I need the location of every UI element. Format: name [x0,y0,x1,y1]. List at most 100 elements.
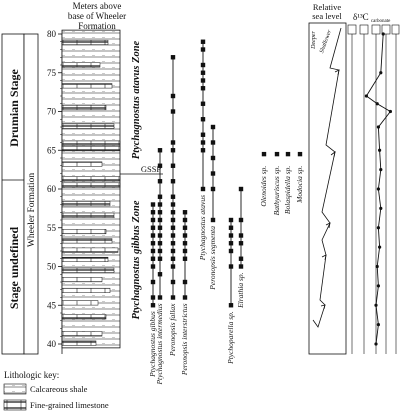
occurrence-mark [210,124,216,130]
isotope-point [374,303,378,307]
occurrence-mark [285,151,291,157]
occurrence-mark [210,171,216,176]
isotope-point [376,284,380,288]
limestone-bed [61,182,121,188]
limestone-bed [61,256,109,262]
limestone-bed [61,247,119,253]
depth-tick-label: 80 [47,29,57,39]
occurrence-mark [157,225,163,230]
occurrence-mark [150,241,156,246]
isotope-point [364,94,368,98]
occurrence-mark [157,295,163,300]
occurrence-mark [150,256,156,261]
isotope-point [375,264,379,269]
isotope-header-box [371,24,381,35]
limestone-bed [61,314,107,320]
limestone-bed [61,83,113,89]
occurrence-mark [170,233,176,238]
occurrence-mark [238,217,244,223]
occurrence-mark [170,241,176,246]
occurrence-mark [170,140,176,145]
occurrence-mark [170,264,176,269]
limestone-bed [61,105,107,111]
occurrence-mark [238,256,244,261]
occurrence-mark [200,39,206,44]
lithologic-column [61,29,121,349]
occurrence-mark [170,163,176,168]
sea-level-deeper-label: Deeper [311,31,317,50]
depth-tick-label: 40 [47,339,57,349]
occurrence-mark [182,233,188,238]
stage-undefined-label: Stage undefined [7,227,21,310]
taxon-label: Peronopsis interstrictus [180,303,189,376]
occurrence-mark [150,210,156,215]
depth-tick-label: 45 [47,300,57,310]
occurrence-mark [200,132,206,137]
occurrence-mark [157,272,163,277]
occurrence-mark [157,241,163,246]
limestone-bed [61,300,99,306]
limestone-bed [61,212,115,218]
limestone-bed [61,62,101,68]
occurrence-mark [182,225,188,230]
occurrence-mark [297,151,303,157]
occurrence-mark [170,93,176,99]
isotope-point [379,71,383,75]
occurrence-mark [182,241,188,246]
occurrence-mark [157,256,163,261]
zone-gibbus-label: Ptychagnostus gibbus Zone [131,200,142,319]
stage-drumian-label: Drumian Stage [7,68,21,146]
occurrence-mark [150,295,156,300]
occurrence-mark [170,109,176,114]
occurrence-mark [261,151,267,157]
occurrence-mark [228,233,234,238]
occurrence-mark [210,155,216,161]
taxon-label: Ptychagnostus intermedius [155,303,164,385]
taxon-label: Ptychoparella sp. [226,311,235,365]
isotope-point [381,32,385,36]
occurrence-mark [200,47,206,52]
isotope-header-box [347,24,357,35]
occurrence-mark [210,217,216,223]
occurrence-mark [228,241,234,246]
isotope-symbol: δ¹³C [353,12,369,22]
occurrence-mark [200,148,206,153]
depth-tick-label: 65 [47,145,57,155]
occurrence-mark [210,186,216,192]
occurrence-mark [238,241,244,246]
isotope-point [376,323,380,327]
occurrence-mark [150,264,156,269]
occurrence-mark [200,78,206,83]
taxon-label: Ptychagnostus gibbus [148,311,157,378]
isotope-panel: δ¹³C carbonate [347,12,400,354]
occurrence-mark [200,86,206,91]
occurrence-mark [157,217,163,223]
taxon-label: Modocia sp. [295,166,304,204]
isotope-point [379,168,383,172]
occurrence-mark [170,194,176,199]
occurrence-mark [170,217,176,223]
depth-tick-label: 60 [47,184,57,194]
occurrence-mark [157,202,163,207]
occurrence-mark [200,101,206,106]
taxon-label: Ptychagnostus atavus [198,195,207,261]
zone-atavus-label: Ptychagnostus atavus Zone [131,40,142,159]
occurrence-mark [228,225,234,230]
isotope-point [376,187,380,191]
occurrence-mark [200,70,206,75]
taxon-label: Bolaspidella sp. [283,166,292,214]
occurrence-mark [170,225,176,230]
sea-level-curve [312,27,342,328]
taxon-label: Olenoides sp. [259,166,268,207]
gssp-label: GSSP [141,164,162,174]
occurrence-mark [157,233,163,238]
occurrence-mark [157,210,163,215]
key-shale-label: Calcareous shale [30,384,88,394]
isotope-header-box [359,24,369,35]
occurrence-mark [157,248,163,254]
limestone-bed [61,140,121,146]
isotope-point [378,148,382,152]
occurrence-mark [182,295,188,300]
